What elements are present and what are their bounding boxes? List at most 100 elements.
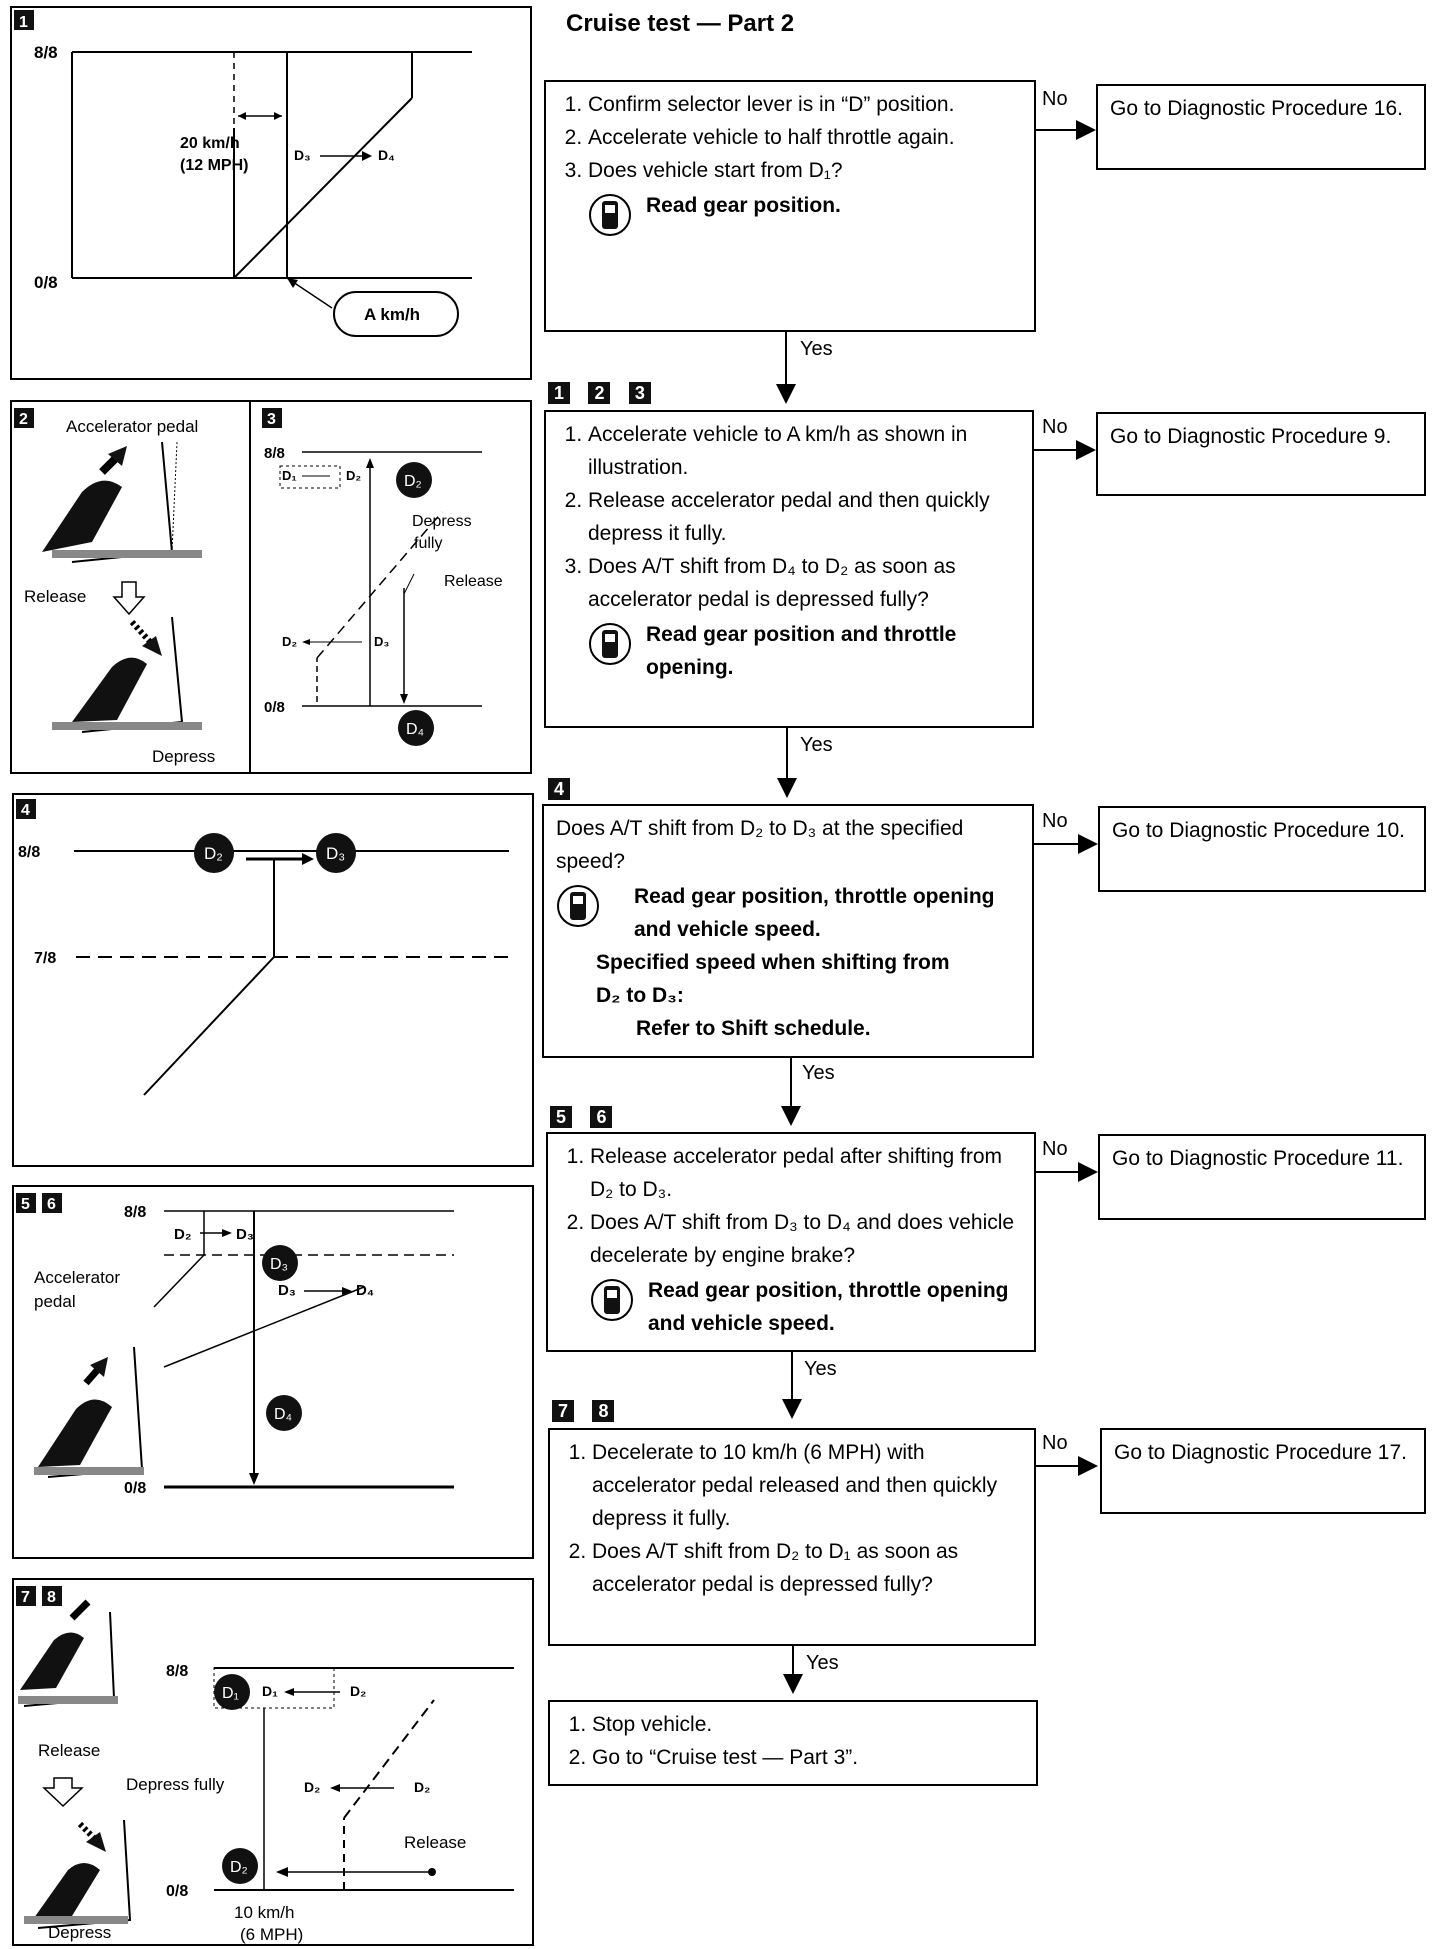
result-box-5: Go to Diagnostic Procedure 17. (1100, 1428, 1426, 1514)
figure-1-panel: 1 8/8 0/8 20 km/h (12 MPH) D₃ D₄ A km/h (10, 6, 532, 380)
no-label-4: No (1042, 1138, 1068, 1160)
figure-3-marker: 3 (267, 411, 276, 428)
shift-from-label: D₃ (294, 147, 311, 163)
no-label-5: No (1042, 1432, 1068, 1454)
fig78-speed1-label: 10 km/h (234, 1903, 294, 1922)
fig3-d2-circle-label: D₂ (404, 473, 422, 490)
fig78-top-label: 8/8 (166, 1663, 188, 1680)
marker-5: 5 (550, 1106, 572, 1128)
pedal-label: Accelerator pedal (66, 417, 198, 436)
figure-4-panel: 4 8/8 D₂ D₃ 7/8 (12, 793, 534, 1167)
figure-4-marker: 4 (21, 802, 30, 819)
fig78-depress-fully-label: Depress fully (126, 1775, 225, 1794)
speed-a-label: A km/h (364, 305, 420, 324)
step-3-box: Does A/T shift from D₂ to D₃ at the spec… (542, 804, 1034, 1058)
fig56-d2-label: D₂ (174, 1226, 192, 1243)
step-2-consult: Read gear position and throttle opening. (588, 618, 1020, 684)
step-4-markers: 5 6 (550, 1106, 613, 1128)
no-label-1: No (1042, 88, 1068, 110)
offset-mph-label: (12 MPH) (180, 157, 248, 174)
step-2-item-1: Accelerate vehicle to A km/h as shown in… (588, 418, 1020, 484)
step-5-markers: 7 8 (552, 1400, 615, 1422)
figure-8-marker: 8 (47, 1589, 56, 1606)
result-5-text: Go to Diagnostic Procedure 17. (1114, 1441, 1407, 1464)
depress-label: Depress (152, 747, 215, 766)
fig3-bottom-label: 0/8 (264, 699, 285, 716)
no-label-2: No (1042, 416, 1068, 438)
step-3-consult-text: Read gear position, throttle opening and… (634, 885, 995, 941)
marker-4: 4 (548, 778, 570, 800)
step-4-item-1: Release accelerator pedal after shifting… (590, 1140, 1022, 1206)
fig3-fully-label: fully (414, 535, 442, 552)
no-label-3: No (1042, 810, 1068, 832)
step-4-box: Release accelerator pedal after shifting… (546, 1132, 1036, 1352)
step-5-box: Decelerate to 10 km/h (6 MPH) with accel… (548, 1428, 1036, 1646)
marker-2: 2 (588, 382, 611, 404)
figure-5-6-graph: 5 6 Accelerator pedal 8/8 0/8 D₂ D₃ D₃ D… (16, 1193, 454, 1497)
fig3-d4-circle-label: D₄ (406, 721, 424, 738)
step-3-spec-1: Specified speed when shifting from (596, 951, 950, 974)
result-4-text: Go to Diagnostic Procedure 11. (1112, 1147, 1404, 1170)
fig3-d3-label: D₃ (374, 634, 389, 649)
marker-8: 8 (592, 1400, 615, 1422)
step-2-item-2: Release accelerator pedal and then quick… (588, 484, 1020, 550)
fig78-d2-mid-label: D₂ (304, 1779, 320, 1795)
yes-label-2: Yes (800, 734, 833, 756)
figure-2-3-panel: 2 Accelerator pedal Release Depress 3 8/… (10, 400, 532, 774)
step-4-consult: Read gear position, throttle opening and… (590, 1274, 1022, 1340)
marker-3: 3 (628, 382, 651, 404)
result-3-text: Go to Diagnostic Procedure 10. (1112, 819, 1405, 842)
fig3-d2-top-label: D₂ (346, 468, 361, 483)
fig56-d4-circle-label: D₄ (274, 1406, 292, 1423)
step-1-consult-text: Read gear position. (646, 194, 841, 217)
result-1-text: Go to Diagnostic Procedure 16. (1110, 97, 1403, 120)
figure-4-graph: 4 8/8 D₂ D₃ 7/8 (16, 799, 509, 1096)
fig78-release-curve-label: Release (404, 1833, 466, 1852)
final-item-1: Stop vehicle. (592, 1708, 1024, 1741)
fig4-mid-label: 7/8 (34, 950, 56, 967)
step-1-consult: Read gear position. (588, 189, 1022, 239)
step-2-box: Accelerate vehicle to A km/h as shown in… (544, 410, 1034, 728)
yes-label-3: Yes (802, 1062, 835, 1084)
marker-1: 1 (548, 382, 570, 404)
step-3-spec-2: D₂ to D₃: (596, 984, 684, 1007)
fig56-bottom-label: 0/8 (124, 1480, 146, 1497)
fig78-d1-label: D₁ (262, 1683, 278, 1699)
page-title: Cruise test — Part 2 (566, 10, 795, 37)
fig3-depress-label: Depress (412, 513, 472, 530)
fig56-top-label: 8/8 (124, 1204, 146, 1221)
step-5-item-1: Decelerate to 10 km/h (6 MPH) with accel… (592, 1436, 1022, 1535)
release-label: Release (24, 587, 86, 606)
fig56-d4-small-label: D₄ (356, 1282, 374, 1299)
step-2-markers: 1 2 3 (548, 382, 651, 404)
yes-label-1: Yes (800, 338, 833, 360)
fig78-speed2-label: (6 MPH) (240, 1925, 303, 1944)
result-box-2: Go to Diagnostic Procedure 9. (1096, 412, 1426, 496)
step-3-spec-3: Refer to Shift schedule. (636, 1017, 871, 1040)
figure-1-graph: 1 8/8 0/8 20 km/h (12 MPH) D₃ D₄ A km/h (14, 10, 472, 337)
fig56-d3-label: D₃ (236, 1226, 254, 1243)
figure-6-marker: 6 (47, 1196, 56, 1213)
fig78-release-label: Release (38, 1741, 100, 1760)
fig56-d3-small-label: D₃ (278, 1282, 296, 1299)
result-box-4: Go to Diagnostic Procedure 11. (1098, 1134, 1426, 1220)
fig3-d1-label: D₁ (282, 468, 297, 483)
figure-2-pedal-illustration: 2 Accelerator pedal Release Depress 3 8/… (14, 402, 503, 772)
fig56-pedal-label-2: pedal (34, 1292, 76, 1311)
figure-7-8-graph: 7 8 Release Depress fully Depress 8/8 0/… (16, 1586, 514, 1944)
figure-7-8-panel: 7 8 Release Depress fully Depress 8/8 0/… (12, 1578, 534, 1946)
step-1-box: Confirm selector lever is in “D” positio… (544, 80, 1036, 332)
figure-7-marker: 7 (21, 1589, 30, 1606)
fig78-d1-mid-label: D₂ (414, 1779, 430, 1795)
result-box-3: Go to Diagnostic Procedure 10. (1098, 806, 1426, 892)
consult-tool-icon (557, 885, 599, 927)
offset-label: 20 km/h (180, 135, 240, 152)
figure-2-marker: 2 (19, 411, 28, 428)
step-1-item-2: Accelerate vehicle to half throttle agai… (588, 121, 1022, 154)
fig78-depress-label: Depress (48, 1923, 111, 1942)
fig78-bottom-label: 0/8 (166, 1883, 188, 1900)
consult-tool-icon (589, 623, 631, 665)
figure-5-marker: 5 (21, 1196, 30, 1213)
step-1-item-3: Does vehicle start from D₁? (588, 154, 1022, 187)
